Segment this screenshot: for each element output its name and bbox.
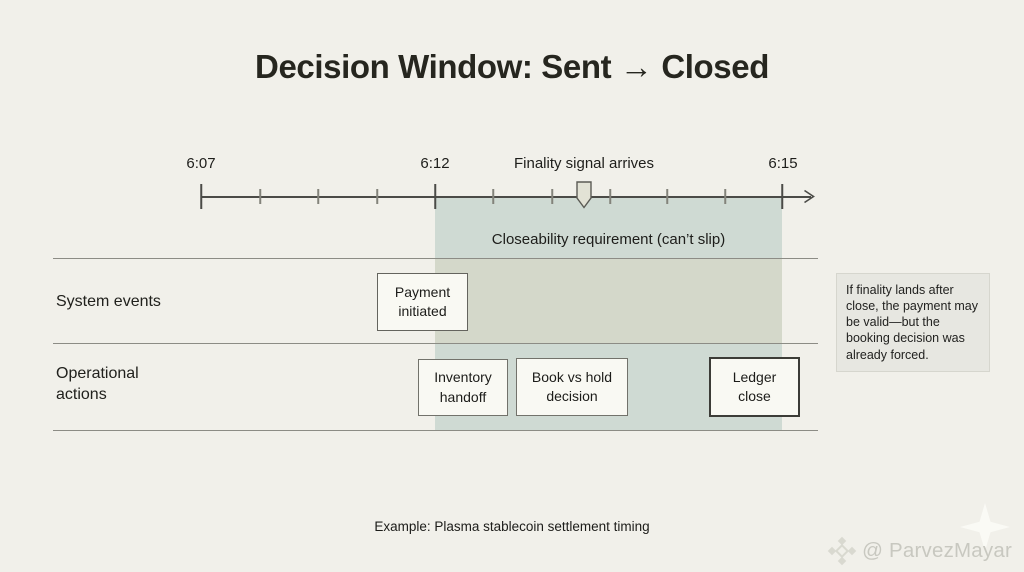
page-title: Decision Window: Sent → Closed xyxy=(255,48,769,85)
closeability-band-label: Closeability requirement (can’t slip) xyxy=(491,231,726,248)
timeline-tick-minor xyxy=(259,189,261,204)
event-box-label: Ledger close xyxy=(732,368,777,404)
row-divider-top xyxy=(53,258,818,259)
timeline-time-label: 6:12 xyxy=(420,155,450,172)
timeline-tick-minor xyxy=(317,189,319,204)
event-box-inventory-handoff: Inventory handoff xyxy=(418,359,508,416)
finality-label: Finality signal arrives xyxy=(513,155,655,172)
row-label-operational-actions: Operational actions xyxy=(56,365,139,404)
event-box-payment-initiated: Payment initiated xyxy=(377,273,468,331)
event-box-label: Payment initiated xyxy=(394,283,451,319)
watermark: @ ParvezMayar xyxy=(827,536,1012,566)
row-divider-bottom xyxy=(53,430,818,431)
timeline-tick-major xyxy=(200,184,202,209)
diamond-logo-icon xyxy=(827,536,857,566)
timeline-arrowhead-icon xyxy=(804,189,815,204)
watermark-handle: @ ParvezMayar xyxy=(862,539,1012,562)
closeability-band-middle xyxy=(435,258,782,343)
caption: Example: Plasma stablecoin settlement ti… xyxy=(374,519,650,534)
row-label-system-events: System events xyxy=(56,293,161,310)
timeline-time-label: 6:07 xyxy=(186,155,216,172)
timeline-tick-minor xyxy=(376,189,378,204)
row-divider-middle xyxy=(53,343,818,344)
side-note: If finality lands after close, the payme… xyxy=(836,273,990,372)
event-box-label: Inventory handoff xyxy=(434,369,492,405)
event-box-book-vs-hold: Book vs hold decision xyxy=(516,358,628,416)
event-box-ledger-close: Ledger close xyxy=(709,357,800,417)
event-box-label: Book vs hold decision xyxy=(531,368,613,404)
timeline-time-label: 6:15 xyxy=(768,155,798,172)
